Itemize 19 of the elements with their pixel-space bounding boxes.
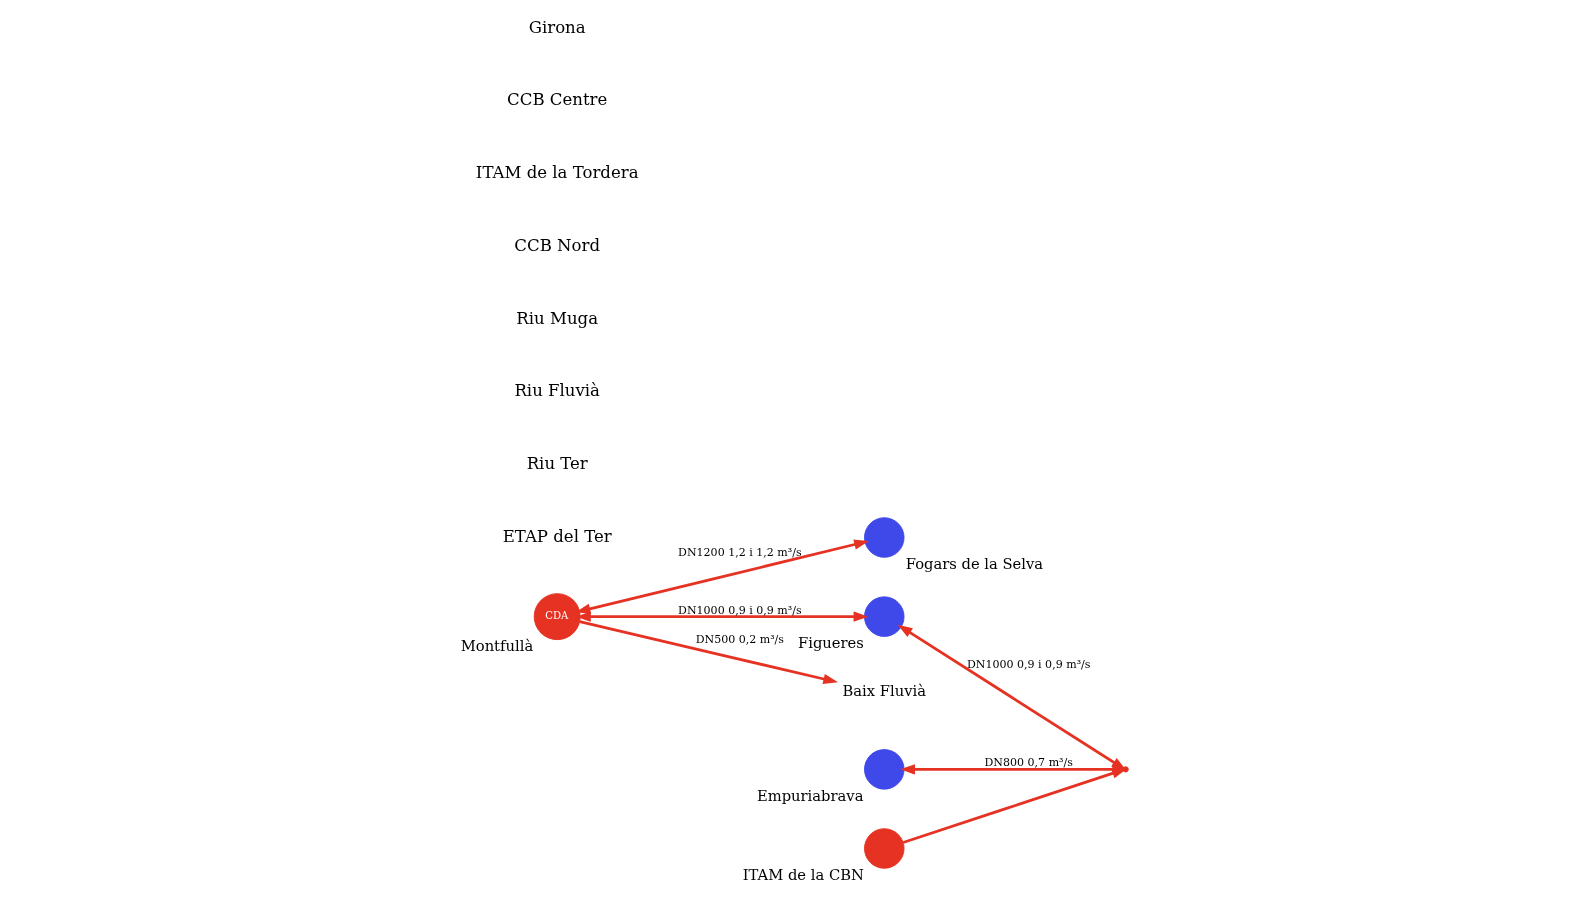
node-label: Montfullà: [460, 637, 534, 655]
node-label: Figueres: [797, 634, 864, 652]
label: Riu Fluvià: [514, 381, 601, 401]
node-text: Baix Fluvià: [842, 682, 927, 700]
label: Riu Ter: [526, 453, 588, 473]
node-label: Empuriabrava: [756, 786, 864, 804]
node-label: Fogars de la Selva: [905, 555, 1044, 573]
edge-label: DN800 0,7 m³/s: [984, 756, 1073, 770]
edge-label: DN1000 0,9 i 0,9 m³/s: [678, 603, 802, 617]
node-label: ITAM de la CBN: [742, 866, 864, 884]
label: ETAP del Ter: [502, 526, 612, 546]
edge-label: DN1000 0,9 i 0,9 m³/s: [966, 657, 1091, 671]
label: Riu Muga: [516, 308, 599, 328]
label: Girona: [528, 17, 586, 37]
edge-label: DN1200 1,2 i 1,2 m³/s: [678, 546, 802, 560]
label: CCB Nord: [514, 235, 601, 255]
edge-label: DN500 0,2 m³/s: [695, 632, 785, 646]
label: ITAM de la Tordera: [475, 163, 639, 183]
label: CCB Centre: [507, 90, 608, 110]
